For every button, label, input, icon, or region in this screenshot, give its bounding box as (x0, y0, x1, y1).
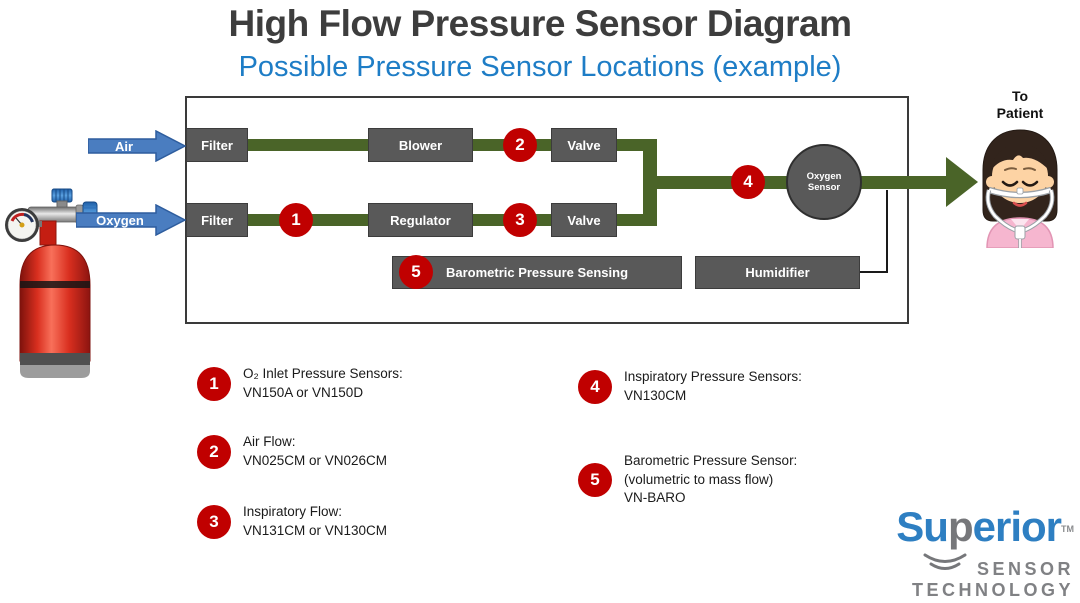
legend-item-2: 2 Air Flow: VN025CM or VN026CM (197, 433, 387, 470)
box-blower: Blower (368, 128, 473, 162)
page-subtitle: Possible Pressure Sensor Locations (exam… (238, 51, 842, 83)
legend-text-2: Air Flow: VN025CM or VN026CM (243, 433, 387, 470)
legend-line: Inspiratory Pressure Sensors: (624, 369, 802, 384)
logo-wordmark: SuperiorTM (896, 506, 1074, 548)
diagram-marker-3: 3 (503, 203, 537, 237)
box-filter-o2: Filter (186, 203, 248, 237)
diagram-marker-5: 5 (399, 255, 433, 289)
patient-face (992, 149, 1048, 203)
legend-line: (volumetric to mass flow) (624, 471, 774, 487)
to-patient-label: To Patient (980, 88, 1060, 122)
tank-valve-knob (51, 188, 73, 209)
flow-output-arrowhead (946, 157, 978, 207)
legend-line: VN130CM (624, 387, 687, 403)
oxygen-label: Oxygen (96, 213, 144, 228)
box-filter-air: Filter (186, 128, 248, 162)
oxygen-tank-illustration (5, 188, 98, 378)
box-regulator: Regulator (368, 203, 473, 237)
air-input-arrow: Air (88, 130, 187, 162)
oxygen-sensor-node: Oxygen Sensor (786, 144, 862, 220)
logo-sensor-text: SENSOR (976, 559, 1074, 579)
tank-gauge (5, 208, 42, 242)
legend-marker-5: 5 (578, 462, 612, 497)
legend-text-3: Inspiratory Flow: VN131CM or VN130CM (243, 503, 387, 540)
logo-word-part1: Su (896, 503, 949, 550)
box-valve-air: Valve (551, 128, 617, 162)
legend-item-3: 3 Inspiratory Flow: VN131CM or VN130CM (197, 503, 387, 540)
patient-illustration (982, 129, 1058, 248)
diagram-marker-2: 2 (503, 128, 537, 162)
legend-marker-1: 1 (197, 366, 231, 401)
legend-line: VN150A or VN150D (243, 384, 364, 400)
air-label: Air (115, 139, 133, 154)
page-title: High Flow Pressure Sensor Diagram (228, 3, 852, 44)
humidifier-connector-vertical (886, 190, 888, 273)
legend-marker-3: 3 (197, 504, 231, 539)
flow-line-air-1 (248, 139, 368, 151)
patient-eye-right (1021, 180, 1039, 187)
patient-eye-left (1001, 180, 1019, 187)
legend-line: Barometric Pressure Sensor: (624, 453, 798, 468)
to-patient-line2: Patient (996, 105, 1044, 121)
legend-item-4: 4 Inspiratory Pressure Sensors: VN130CM (578, 368, 802, 405)
oxygen-sensor-line1: Oxygen (806, 170, 842, 182)
oxygen-sensor-line2: Sensor (807, 182, 841, 193)
logo-word-part2: p (947, 503, 974, 550)
diagram-marker-1: 1 (279, 203, 313, 237)
box-barometric: Barometric Pressure Sensing (392, 256, 682, 289)
legend-marker-4: 4 (578, 369, 612, 404)
logo-trademark: TM (1061, 524, 1074, 534)
logo-word-part3: erior (972, 503, 1062, 550)
patient-bangs (991, 144, 1049, 170)
legend-item-5: 5 Barometric Pressure Sensor: (volumetri… (578, 452, 797, 508)
legend-line: VN131CM or VN130CM (243, 522, 388, 538)
to-patient-line1: To (1011, 88, 1029, 104)
patient-nasal-cannula (985, 186, 1055, 248)
humidifier-connector-horizontal (860, 271, 888, 273)
logo-technology-text: TECHNOLOGY (911, 580, 1074, 600)
legend-marker-2: 2 (197, 434, 231, 469)
legend-line: VN-BARO (624, 490, 686, 505)
legend-line: O₂ Inlet Pressure Sensors: (243, 366, 403, 381)
tank-neck (39, 220, 57, 246)
legend-line: Inspiratory Flow: (243, 504, 343, 519)
legend-line: Air Flow: (243, 434, 296, 449)
diagram-marker-4: 4 (731, 165, 765, 199)
oxygen-input-arrow: Oxygen (76, 204, 187, 236)
tank-cylinder (19, 244, 91, 378)
legend-item-1: 1 O₂ Inlet Pressure Sensors: VN150A or V… (197, 365, 403, 402)
legend-line: VN025CM or VN026CM (243, 452, 388, 468)
legend-text-1: O₂ Inlet Pressure Sensors: VN150A or VN1… (243, 365, 403, 402)
box-humidifier: Humidifier (695, 256, 860, 289)
superior-sensor-logo: SuperiorTM SENSOR TECHNOLOGY (874, 506, 1074, 602)
patient-mouth (1012, 201, 1028, 207)
legend-text-4: Inspiratory Pressure Sensors: VN130CM (624, 368, 802, 405)
logo-swoosh-icon (923, 553, 967, 570)
box-valve-o2: Valve (551, 203, 617, 237)
legend-text-5: Barometric Pressure Sensor: (volumetric … (624, 452, 797, 508)
